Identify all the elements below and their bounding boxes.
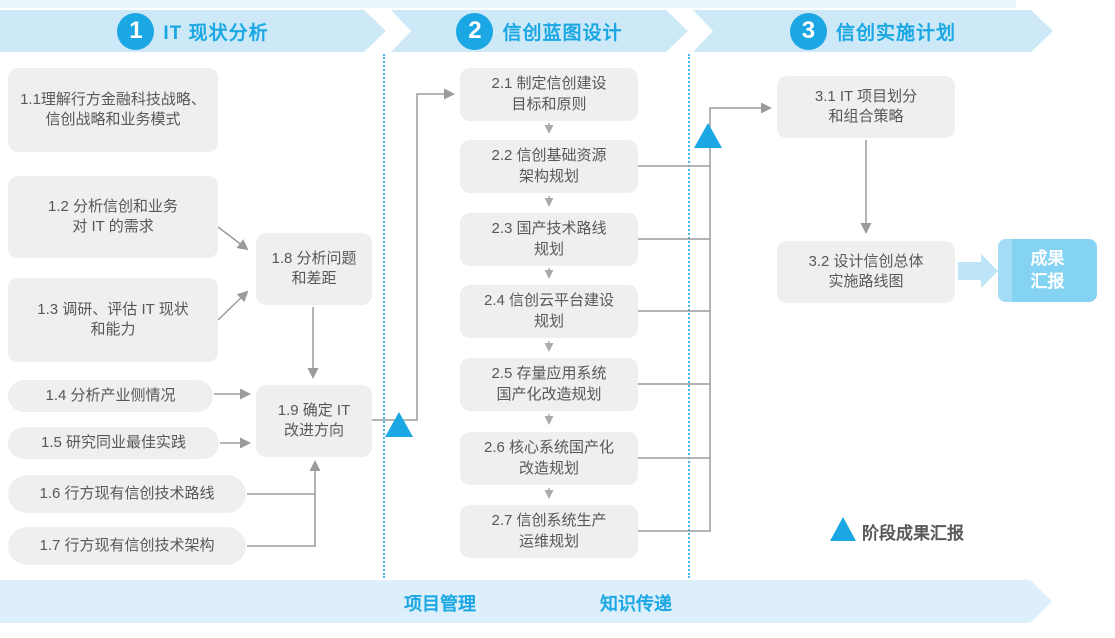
phase-1-title: IT 现状分析: [163, 22, 269, 44]
step-box-3-1: 3.1 IT 项目划分 和组合策略: [777, 76, 955, 138]
step-box-2-5: 2.5 存量应用系统 国产化改造规划: [460, 358, 638, 411]
footer-label-knowledge-transfer: 知识传递: [600, 594, 672, 614]
step-box-1-8: 1.8 分析问题 和差距: [256, 233, 372, 305]
step-box-1-1: 1.1理解行方金融科技战略、 信创战略和业务模式: [8, 68, 218, 152]
phase-2-number-badge: 2: [456, 13, 493, 50]
phase-separator-dotted-line-1: [383, 54, 385, 578]
step-box-1-5: 1.5 研究同业最佳实践: [8, 427, 219, 459]
step-box-1-7: 1.7 行方现有信创技术架构: [8, 527, 246, 565]
footer-process-band: [0, 580, 1052, 623]
step-box-2-4: 2.4 信创云平台建设 规划: [460, 285, 638, 338]
fat-arrow: [958, 254, 998, 288]
step-box-1-6: 1.6 行方现有信创技术路线: [8, 475, 246, 513]
step-box-2-7: 2.7 信创系统生产 运维规划: [460, 505, 638, 558]
legend-triangle-icon: [830, 517, 856, 541]
step-box-2-6: 2.6 核心系统国产化 改造规划: [460, 432, 638, 485]
phase-2-title: 信创蓝图设计: [502, 22, 623, 44]
phase-band-2: 2 信创蓝图设计: [391, 10, 688, 52]
step-box-2-1: 2.1 制定信创建设 目标和原则: [460, 68, 638, 121]
top-pale-strip: [0, 0, 1016, 8]
step-box-1-9: 1.9 确定 IT 改进方向: [256, 385, 372, 457]
step-box-2-2: 2.2 信创基础资源 架构规划: [460, 140, 638, 193]
step-box-1-3: 1.3 调研、评估 IT 现状 和能力: [8, 278, 218, 362]
step-box-1-2: 1.2 分析信创和业务 对 IT 的需求: [8, 176, 218, 258]
phase-separator-dotted-line-2: [688, 54, 690, 578]
phase-1-number-badge: 1: [117, 13, 154, 50]
legend-label: 阶段成果汇报: [862, 524, 964, 543]
phase-3-number-badge: 3: [790, 13, 827, 50]
milestone-triangle-phase2-icon: [694, 123, 722, 148]
phase-band-1: 1 IT 现状分析: [0, 10, 386, 52]
step-box-3-2: 3.2 设计信创总体 实施路线图: [777, 241, 955, 303]
footer-label-project-management: 项目管理: [404, 594, 476, 614]
result-report-box: 成果 汇报: [998, 239, 1097, 302]
milestone-triangle-phase1-icon: [385, 412, 413, 437]
phase-band-3: 3 信创实施计划: [693, 10, 1053, 52]
step-box-1-4: 1.4 分析产业侧情况: [8, 380, 213, 412]
step-box-2-3: 2.3 国产技术路线 规划: [460, 213, 638, 266]
phase-3-title: 信创实施计划: [835, 22, 956, 44]
